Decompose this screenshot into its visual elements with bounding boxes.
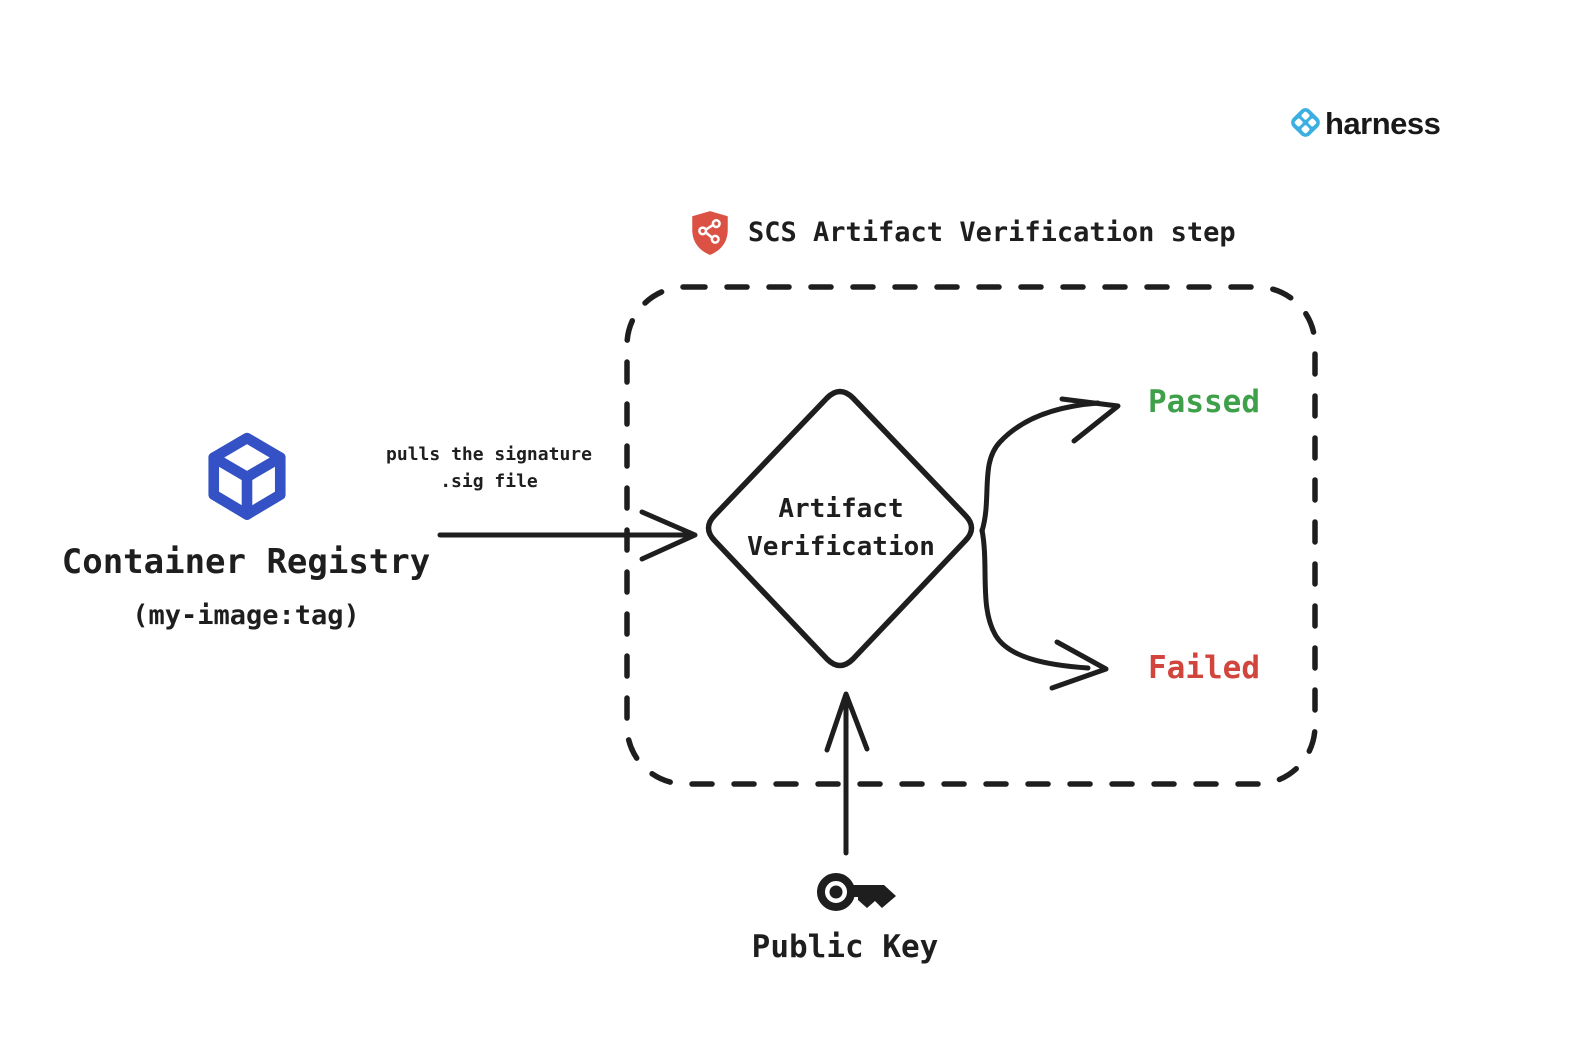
pull-arrow	[437, 509, 698, 562]
outcome-failed-label: Failed	[1148, 650, 1260, 686]
decision-label: Artifact Verification	[747, 490, 935, 566]
shield-pipeline-icon	[692, 211, 728, 255]
container-cube-icon	[208, 432, 286, 520]
registry-subtitle: (my-image:tag)	[132, 600, 360, 631]
outcome-passed-label: Passed	[1148, 384, 1260, 420]
pull-arrow-label-line1: pulls the signature	[386, 444, 592, 465]
brand-wordmark: harness	[1325, 106, 1441, 141]
harness-logo-icon	[1291, 108, 1320, 137]
decision-diamond	[705, 388, 975, 669]
public-key-arrow	[824, 691, 870, 856]
public-key-label: Public Key	[751, 929, 939, 965]
failed-arrow	[979, 527, 1109, 691]
pull-arrow-label: pulls the signature .sig file	[386, 441, 592, 495]
passed-arrow	[979, 396, 1121, 534]
registry-title: Container Registry	[61, 542, 431, 582]
decision-label-line1: Artifact	[778, 494, 904, 524]
decision-label-line2: Verification	[747, 532, 935, 562]
key-icon	[817, 873, 896, 911]
step-group-title: SCS Artifact Verification step	[748, 217, 1236, 248]
pull-arrow-label-line2: .sig file	[440, 471, 538, 492]
